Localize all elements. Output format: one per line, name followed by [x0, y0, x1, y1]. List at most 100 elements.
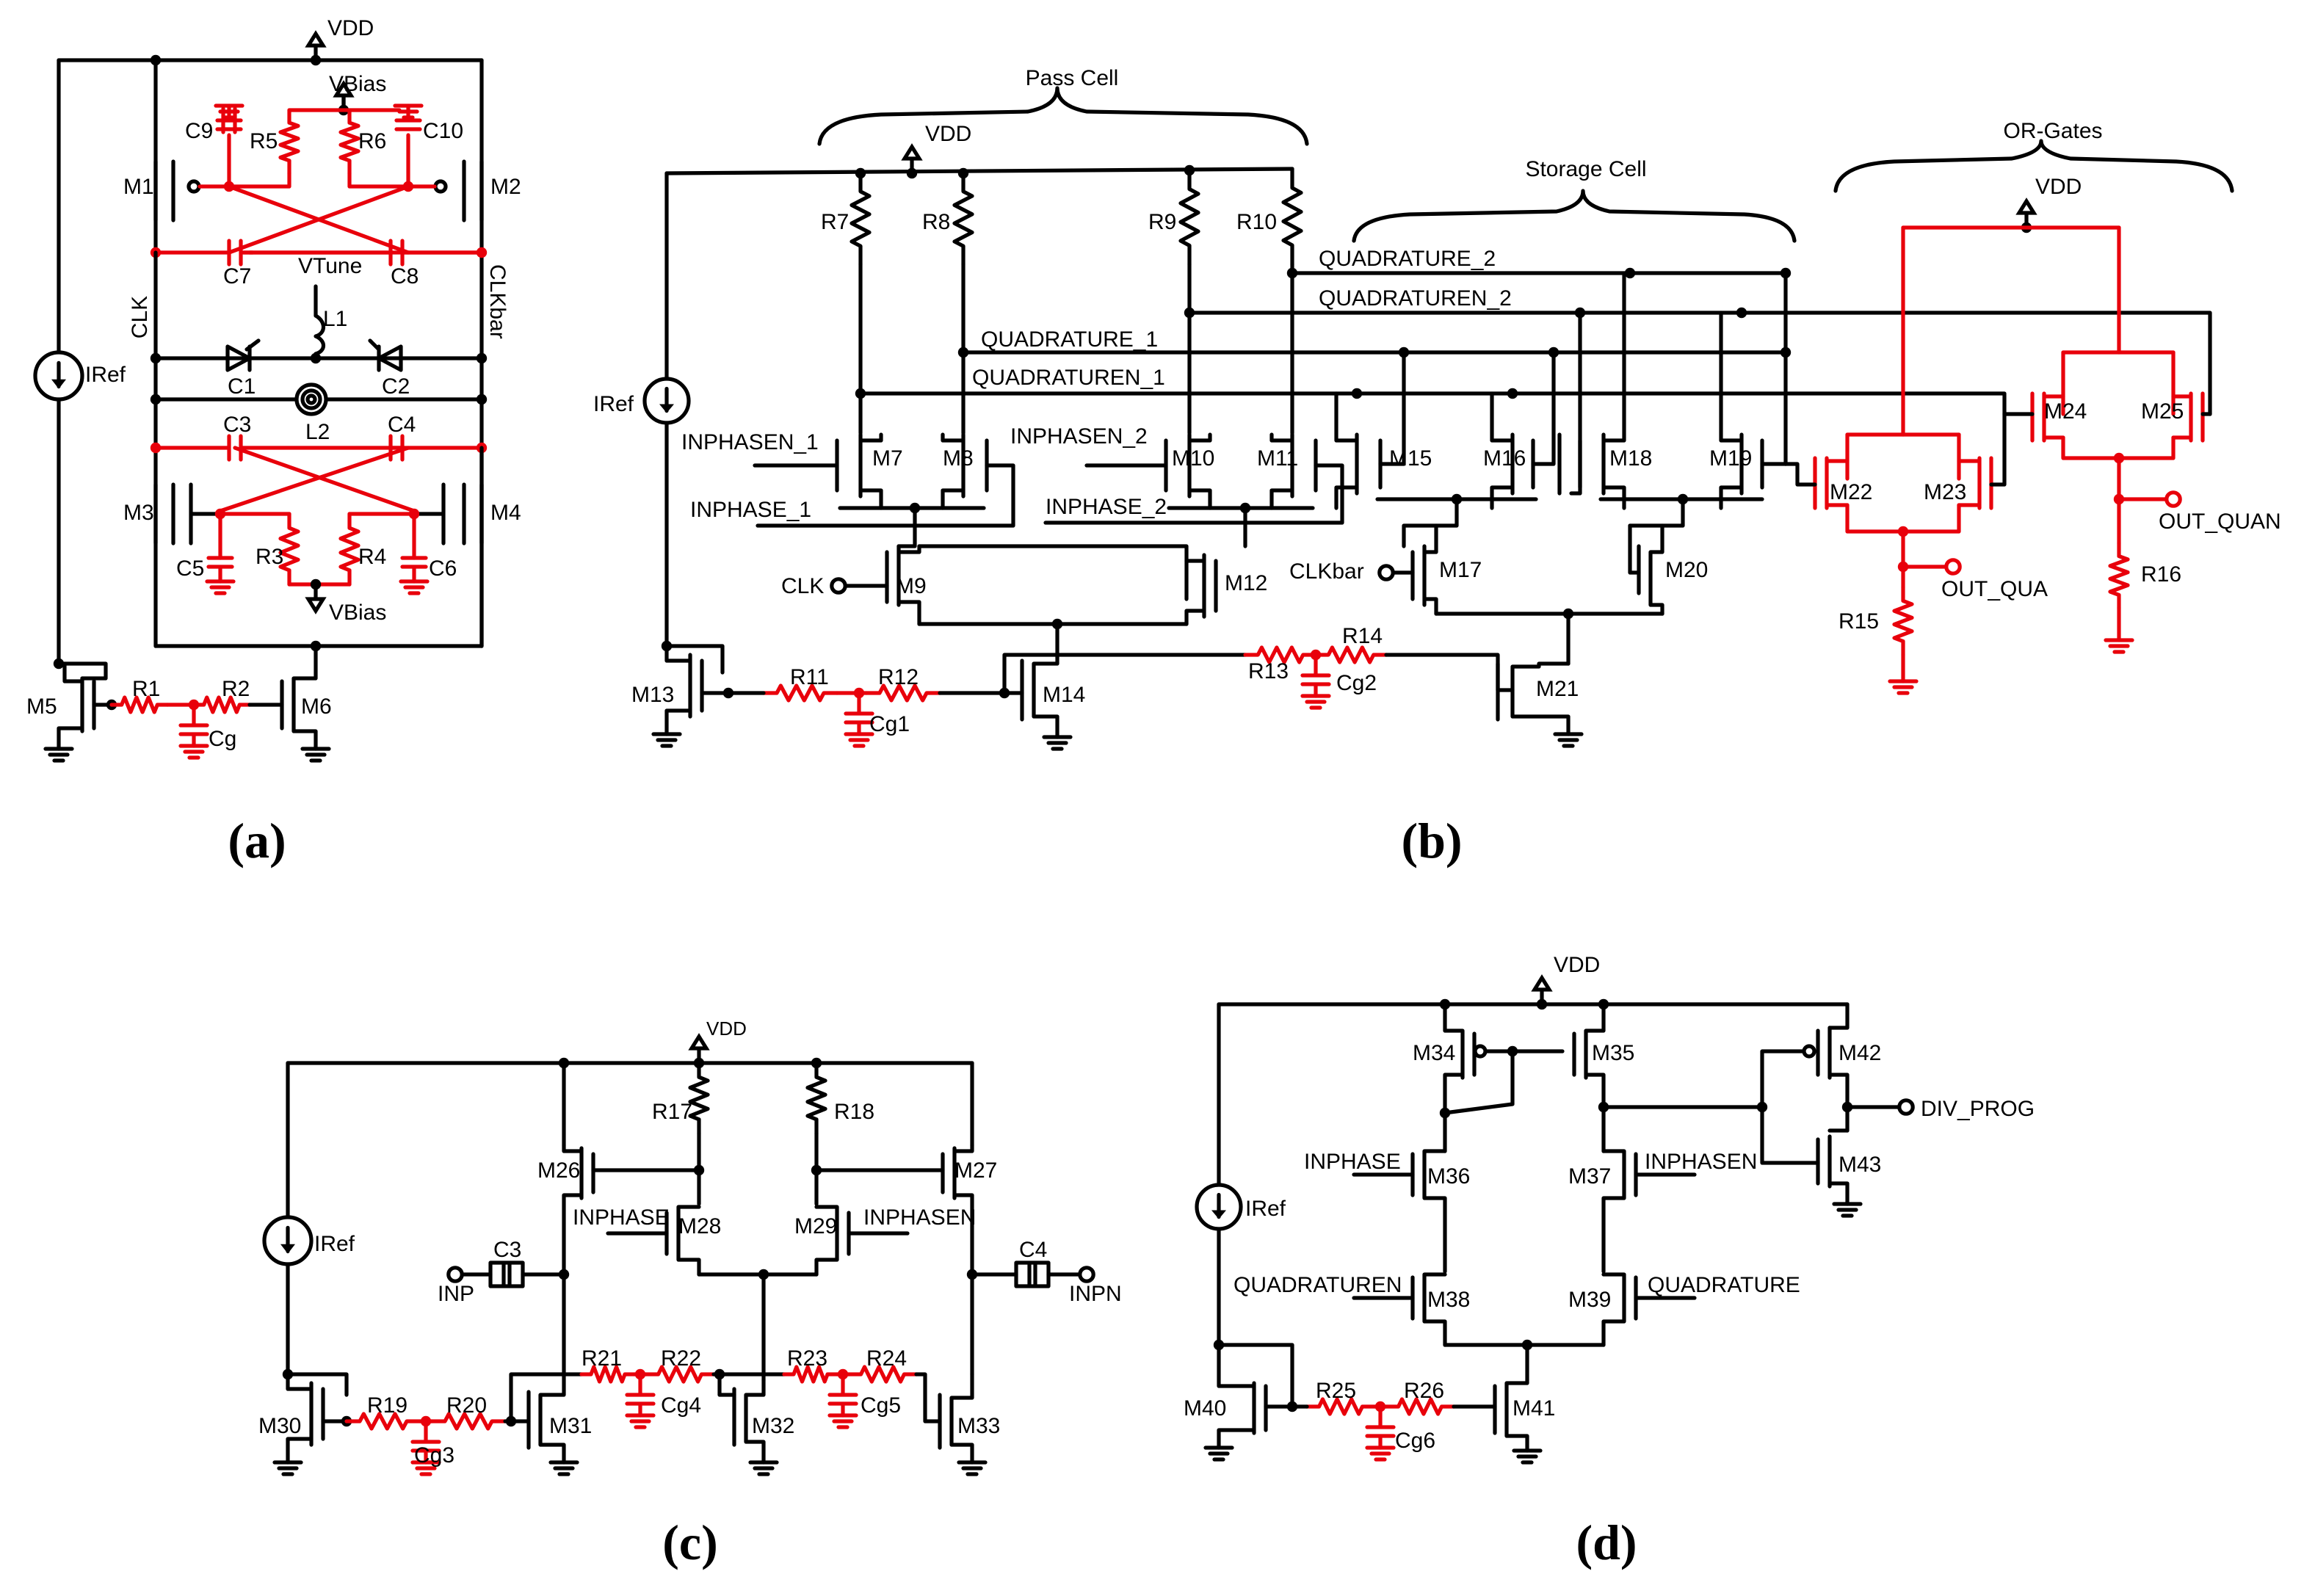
- label-clkbar: CLKbar: [485, 264, 510, 339]
- label-m27: M27: [954, 1158, 997, 1183]
- label-m29: M29: [794, 1214, 837, 1238]
- label-r15: R15: [1839, 609, 1879, 634]
- ground-icon: [410, 1460, 441, 1476]
- label-r1: R1: [132, 677, 160, 701]
- ground-icon: [1300, 694, 1331, 710]
- inductor-l1: [314, 313, 326, 356]
- label-m22: M22: [1830, 480, 1872, 504]
- label-r3: R3: [256, 545, 283, 569]
- capacitor-c7: [153, 239, 255, 266]
- mosfet-m12: [1184, 553, 1218, 626]
- junction-dot: [558, 1269, 570, 1280]
- label-m17: M17: [1439, 558, 1482, 582]
- label-c4: C4: [1019, 1238, 1047, 1262]
- mosfet-m4: [462, 482, 484, 545]
- capacitor-cg: [178, 703, 209, 748]
- label-cg6: Cg6: [1395, 1429, 1435, 1453]
- label-cg5: Cg5: [861, 1393, 901, 1418]
- label-r18: R18: [834, 1100, 874, 1124]
- label-m38: M38: [1427, 1288, 1470, 1312]
- wire: [1531, 350, 1556, 466]
- terminal-circle: [2164, 490, 2182, 508]
- resistor-r11: [761, 683, 839, 703]
- ground-icon: [1203, 1446, 1234, 1462]
- resistor-r13: [1243, 645, 1318, 664]
- junction-dot: [150, 393, 162, 405]
- label-m2: M2: [490, 175, 521, 199]
- resistor-r17: [688, 1061, 710, 1136]
- resistor-r9: [1178, 168, 1200, 266]
- label-vbias-bottom: VBias: [329, 601, 386, 625]
- panel-caption-d: (d): [1576, 1515, 1637, 1570]
- label-vdd: VDD: [1554, 953, 1600, 977]
- ground-icon: [1553, 732, 1584, 748]
- junction-dot: [310, 352, 322, 364]
- mosfet-m35: [1572, 1002, 1606, 1109]
- mosfet-m13: [664, 644, 704, 736]
- wire: [227, 184, 410, 255]
- ground-icon: [272, 1460, 303, 1476]
- supply-arrow-icon: [305, 30, 327, 48]
- label-inphasen-2: INPHASEN_2: [1010, 424, 1148, 449]
- resistor-r8: [952, 171, 974, 266]
- ground-icon: [748, 1460, 779, 1476]
- junction-dot: [1736, 307, 1747, 319]
- mosfet-m20: [1637, 523, 1664, 616]
- label-r4: R4: [358, 545, 386, 569]
- panel-caption-c: (c): [662, 1515, 717, 1570]
- label-inpn: INPN: [1069, 1282, 1122, 1306]
- label-m23: M23: [1924, 480, 1966, 504]
- resistor-r19: [344, 1412, 422, 1431]
- label-c3: C3: [223, 413, 251, 437]
- pmos-bubble: [1473, 1044, 1488, 1059]
- current-arrow-head: [1211, 1210, 1226, 1219]
- junction-dot: [1507, 388, 1518, 399]
- label-clk: CLK: [128, 296, 152, 338]
- wire: [1384, 653, 1500, 692]
- label-m20: M20: [1665, 558, 1708, 582]
- label-c3: C3: [493, 1238, 521, 1262]
- label-r23: R23: [787, 1346, 827, 1371]
- wire: [286, 1372, 349, 1397]
- ground-icon: [1365, 1446, 1396, 1462]
- junction-dot: [1624, 267, 1636, 279]
- mosfet-m41: [1493, 1378, 1529, 1453]
- wire: [1783, 462, 1817, 487]
- mosfet-m32: [732, 1378, 766, 1465]
- resistor-r12: [864, 683, 942, 703]
- wire: [1628, 497, 1685, 528]
- label-m15: M15: [1389, 446, 1432, 471]
- label-cg2: Cg2: [1336, 671, 1377, 695]
- capacitor-cg4: [625, 1372, 656, 1418]
- label-r5: R5: [250, 129, 278, 153]
- label-m7: M7: [872, 446, 903, 471]
- wire: [1989, 412, 2007, 487]
- current-arrow-head: [280, 1244, 295, 1254]
- resistor-r14: [1314, 645, 1388, 664]
- label-c7: C7: [223, 264, 251, 289]
- wire: [1443, 1049, 1515, 1115]
- label-out-qua: OUT_QUA: [1941, 577, 2048, 601]
- label-cg1: Cg1: [869, 712, 910, 736]
- ground-icon: [393, 104, 424, 120]
- label-r20: R20: [446, 1393, 487, 1418]
- ground-icon: [43, 747, 74, 763]
- label-m28: M28: [678, 1214, 721, 1238]
- wire: [756, 463, 1015, 528]
- supply-arrow-icon: [2015, 197, 2037, 215]
- label-div-prog: DIV_PROG: [1921, 1097, 2035, 1121]
- label-vdd: VDD: [925, 122, 971, 146]
- label-m21: M21: [1536, 677, 1579, 701]
- resistor-r16: [2108, 541, 2130, 610]
- supply-arrow-icon: [901, 143, 923, 161]
- resistor-r24: [847, 1365, 919, 1384]
- label-r11: R11: [790, 665, 829, 689]
- label-m37: M37: [1568, 1164, 1611, 1189]
- wire: [1002, 653, 1247, 695]
- label-quadraturen-1: QUADRATUREN_1: [972, 366, 1165, 390]
- mosfet-m34: [1443, 1002, 1477, 1115]
- label-m13: M13: [631, 683, 674, 707]
- capacitor-c4: [1014, 1261, 1051, 1288]
- mosfet-m11: [1269, 432, 1318, 510]
- label-c1: C1: [228, 374, 256, 399]
